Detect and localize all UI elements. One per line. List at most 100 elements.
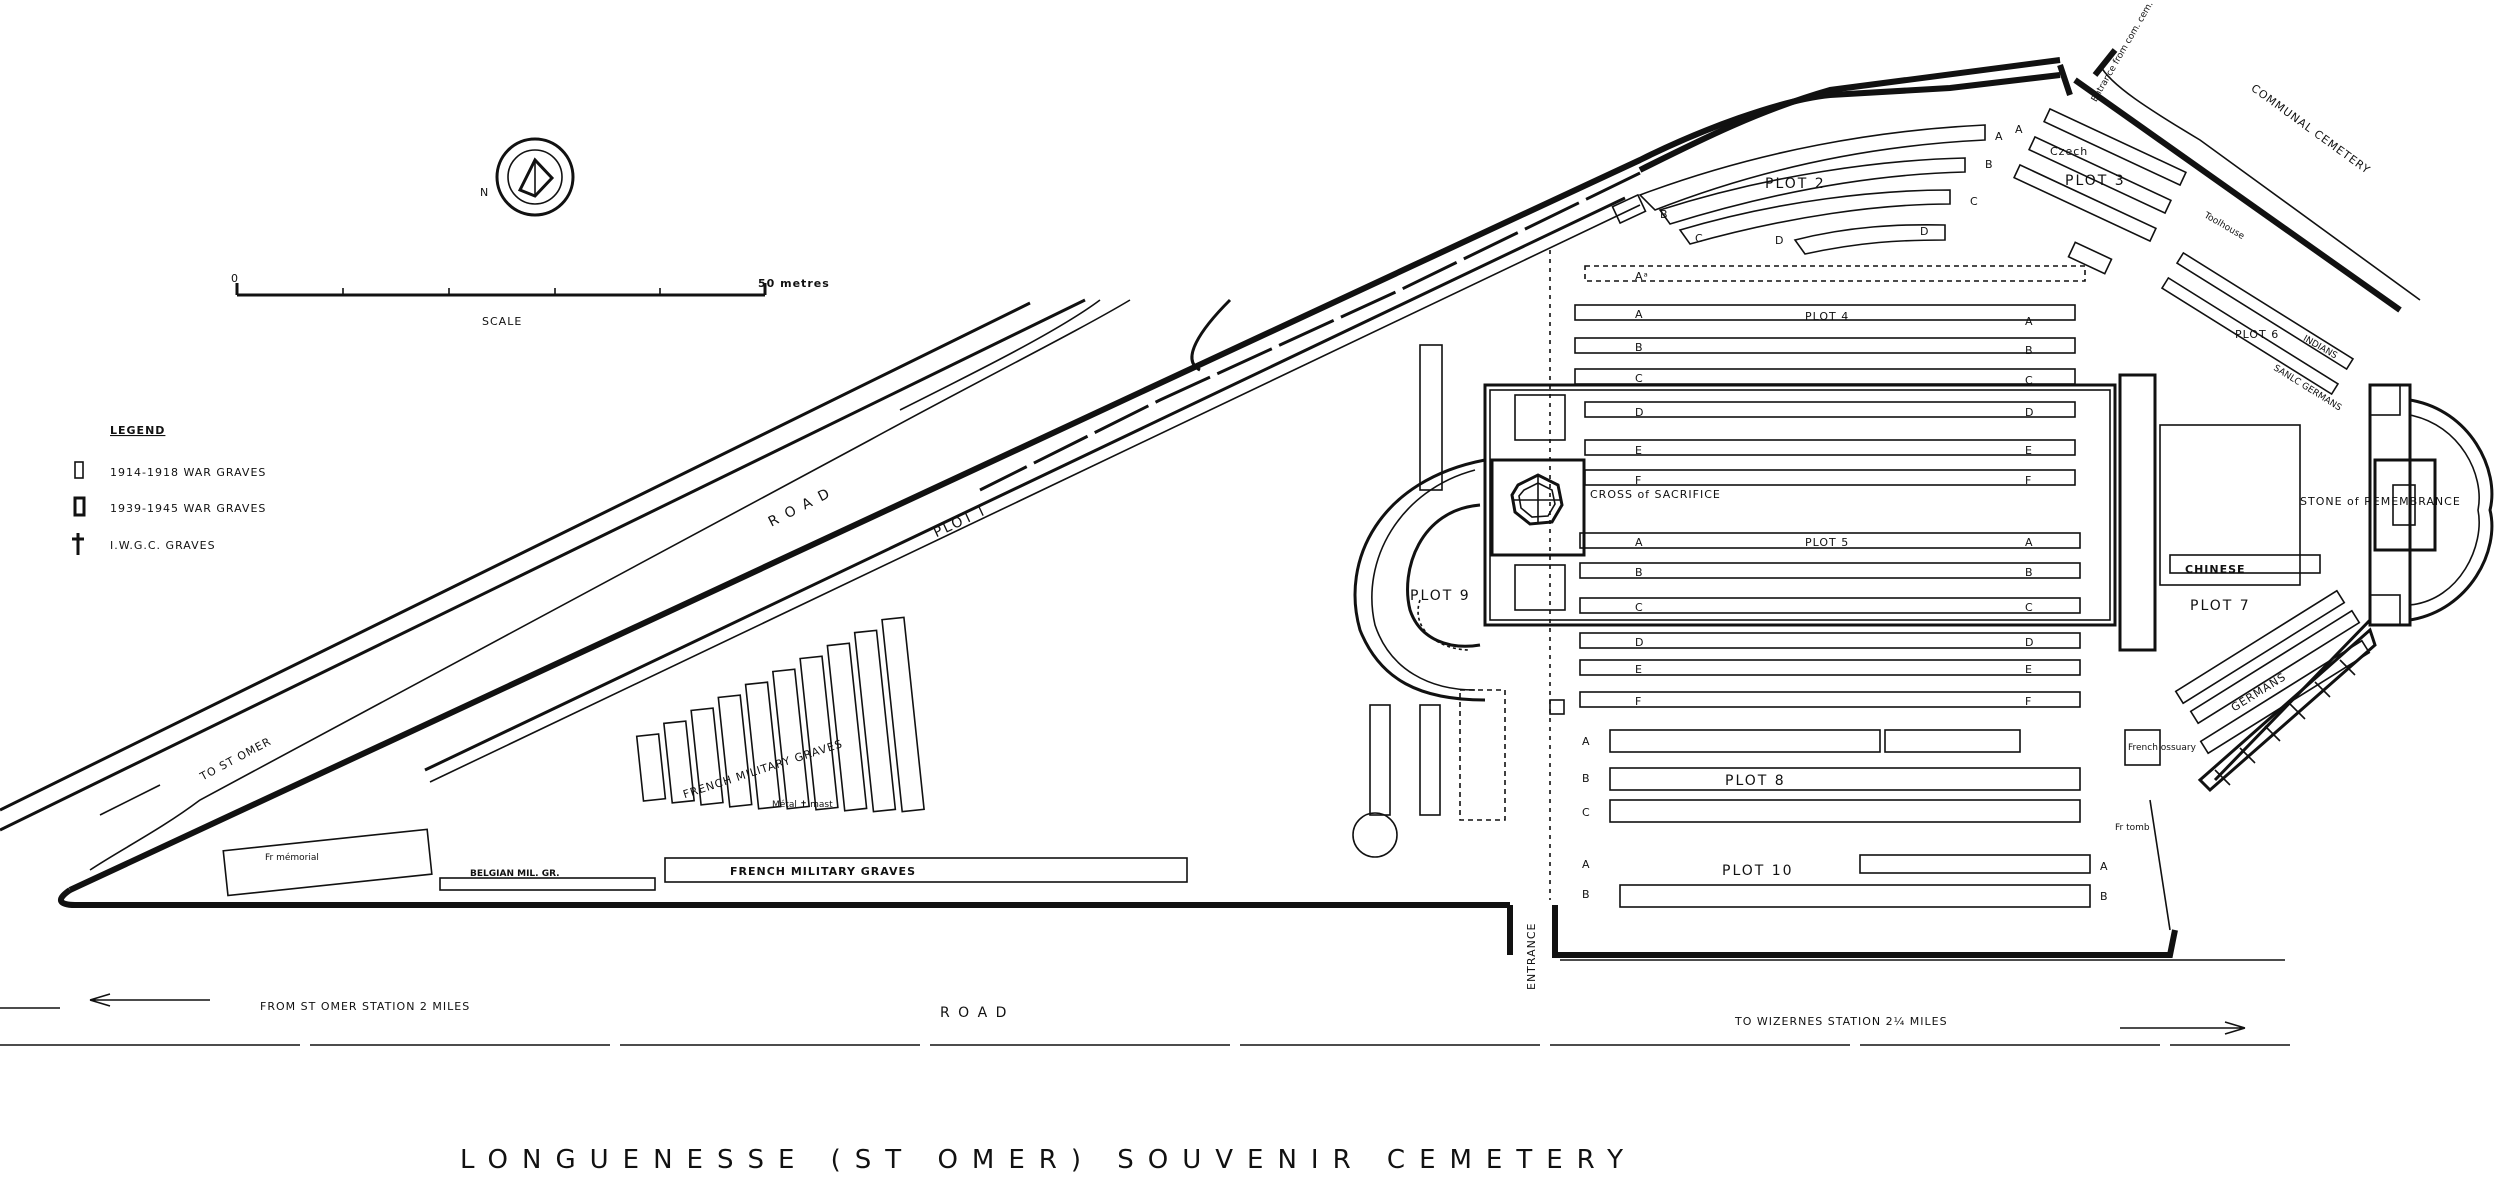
french-graves-fan-label: FRENCH MILITARY GRAVES bbox=[681, 737, 844, 801]
plot-8-rows bbox=[1609, 729, 2081, 823]
plot-5-label: PLOT 5 bbox=[1805, 536, 1849, 549]
plot-5-rows bbox=[1579, 532, 2081, 708]
page-title: LONGUENESSE (ST OMER) SOUVENIR CEMETERY bbox=[460, 1145, 1637, 1175]
french-military-graves-block bbox=[635, 616, 925, 813]
to-st-omer-label: TO ST OMER bbox=[197, 735, 274, 784]
plot-4-row-aa: Aᵃ bbox=[1635, 270, 1649, 283]
plot-5-row-a: A bbox=[1635, 536, 1644, 549]
fr-memorial-plot bbox=[222, 828, 433, 897]
plot-4-row-e-end: E bbox=[2025, 444, 2033, 457]
fr-tomb-label: Fr tomb bbox=[2115, 823, 2150, 833]
plot-9-graves-left bbox=[1352, 344, 1506, 858]
road-label-bottom: R O A D bbox=[940, 1005, 1008, 1021]
north-arrow-icon bbox=[495, 137, 575, 217]
cemetery-boundary bbox=[58, 72, 2372, 958]
legend-ww2-symbol bbox=[73, 496, 86, 517]
north-label: N bbox=[480, 186, 489, 199]
metal-mast-label: Métal ✝ mast bbox=[772, 799, 833, 810]
scale-bar bbox=[235, 283, 767, 297]
plot-2-rows bbox=[1638, 124, 1986, 255]
plot-2-row-d: D bbox=[1775, 234, 1784, 247]
plot-10-row-a: A bbox=[1582, 858, 1591, 871]
plot-3-label: PLOT 3 bbox=[2065, 173, 2126, 189]
plot-4-row-a-end: A bbox=[2025, 315, 2034, 328]
belgian-label: BELGIAN MIL. GR. bbox=[470, 869, 560, 879]
plot-5-row-f: F bbox=[1635, 695, 1642, 708]
plot-4-row-c-end: C bbox=[2025, 374, 2034, 387]
plot-8-label: PLOT 8 bbox=[1725, 773, 1786, 789]
plot-5-row-e: E bbox=[1635, 663, 1643, 676]
legend-ww2-label: 1939-1945 WAR GRAVES bbox=[110, 502, 266, 515]
stone-of-remembrance-label: STONE of REMEMBRANCE bbox=[2300, 495, 2461, 508]
legend-ww1-label: 1914-1918 WAR GRAVES bbox=[110, 466, 266, 479]
chinese-label: CHINESE bbox=[2185, 563, 2246, 576]
plot-5-row-f-end: F bbox=[2025, 695, 2032, 708]
plot-5-row-a-end: A bbox=[2025, 536, 2034, 549]
entrance-path bbox=[1549, 250, 1565, 900]
plot-9 bbox=[1353, 458, 1486, 702]
stone-of-remembrance-structure bbox=[2368, 383, 2494, 627]
plot-3-row-c: C bbox=[1970, 195, 1979, 208]
plot-2-row-b: B bbox=[1660, 208, 1669, 221]
plot-1 bbox=[424, 193, 1647, 783]
plot-6-rows bbox=[2160, 251, 2355, 396]
belgian-graves bbox=[439, 877, 656, 891]
plot-6-label: PLOT 6 bbox=[2235, 328, 2279, 341]
entrance-label: ENTRANCE bbox=[1525, 923, 1538, 990]
legend-heading: LEGEND bbox=[110, 424, 165, 437]
plot-2-label: PLOT 2 bbox=[1765, 176, 1826, 192]
to-wizernes-arrow bbox=[2120, 1021, 2246, 1035]
plot-4-row-d-end: D bbox=[2025, 406, 2034, 419]
plot-7-rows bbox=[2174, 589, 2371, 755]
plot-4-label: PLOT 4 bbox=[1805, 310, 1849, 323]
french-graves-row-label: FRENCH MILITARY GRAVES bbox=[730, 865, 916, 878]
plot-8-row-b: B bbox=[1582, 772, 1591, 785]
plot-5-row-d: D bbox=[1635, 636, 1644, 649]
fr-memorial-label: Fr mémorial bbox=[265, 852, 319, 863]
legend-cross-icon bbox=[72, 533, 84, 555]
plot-5-row-c: C bbox=[1635, 601, 1644, 614]
scale-label: SCALE bbox=[482, 315, 522, 328]
plot-3-row-a: A bbox=[2015, 123, 2024, 136]
french-graves-row bbox=[664, 857, 1188, 883]
cross-of-sacrifice-label: CROSS of SACRIFICE bbox=[1590, 488, 1721, 501]
plot-4-row-a: A bbox=[1635, 308, 1644, 321]
cross-of-sacrifice-icon bbox=[1510, 473, 1564, 526]
plot-10-row-b-end: B bbox=[2100, 890, 2109, 903]
from-station-arrow bbox=[89, 993, 210, 1007]
toolhouse-label: Toolhouse bbox=[2201, 210, 2246, 242]
plot-2-row-a: A bbox=[1995, 130, 2004, 143]
plot-7-label: PLOT 7 bbox=[2190, 598, 2251, 614]
plot-10-rows bbox=[1619, 854, 2091, 908]
plot-2-row-c: C bbox=[1695, 232, 1704, 245]
plot-10-row-b: B bbox=[1582, 888, 1591, 901]
plot-4-row-b: B bbox=[1635, 341, 1644, 354]
east-wall-hatching bbox=[2149, 627, 2377, 931]
plot-8-row-a: A bbox=[1582, 735, 1591, 748]
plot-5-row-b-end: B bbox=[2025, 566, 2034, 579]
entrance-communal-label: Entrance from com. cem. bbox=[2090, 0, 2156, 104]
from-station-label: FROM ST OMER STATION 2 MILES bbox=[260, 1000, 470, 1013]
to-st-omer-arrow bbox=[99, 784, 161, 816]
plot-3-row-b: B bbox=[1985, 158, 1994, 171]
plot-4-row-e: E bbox=[1635, 444, 1643, 457]
communal-cemetery-label: COMMUNAL CEMETERY bbox=[2249, 82, 2373, 177]
scale-zero: 0 bbox=[231, 272, 239, 285]
plot-1-label: PLOT I bbox=[931, 503, 988, 541]
road-network bbox=[0, 48, 2421, 1046]
plot-4-row-f: F bbox=[1635, 474, 1642, 487]
plot-10-label: PLOT 10 bbox=[1722, 863, 1794, 879]
plot-5-row-b: B bbox=[1635, 566, 1644, 579]
legend-iwgc-label: I.W.G.C. GRAVES bbox=[110, 539, 216, 552]
plot-4-row-f-end: F bbox=[2025, 474, 2032, 487]
road-label-diagonal: R O A D bbox=[766, 485, 834, 530]
plot-5-row-c-end: C bbox=[2025, 601, 2034, 614]
plot-5-row-d-end: D bbox=[2025, 636, 2034, 649]
plot-4-row-d: D bbox=[1635, 406, 1644, 419]
central-avenue bbox=[1483, 373, 2301, 652]
plot-4-row-b-end: B bbox=[2025, 344, 2034, 357]
plot-5-row-e-end: E bbox=[2025, 663, 2033, 676]
plot-4-rows bbox=[1574, 265, 2086, 486]
legend-ww1-symbol bbox=[74, 461, 84, 479]
